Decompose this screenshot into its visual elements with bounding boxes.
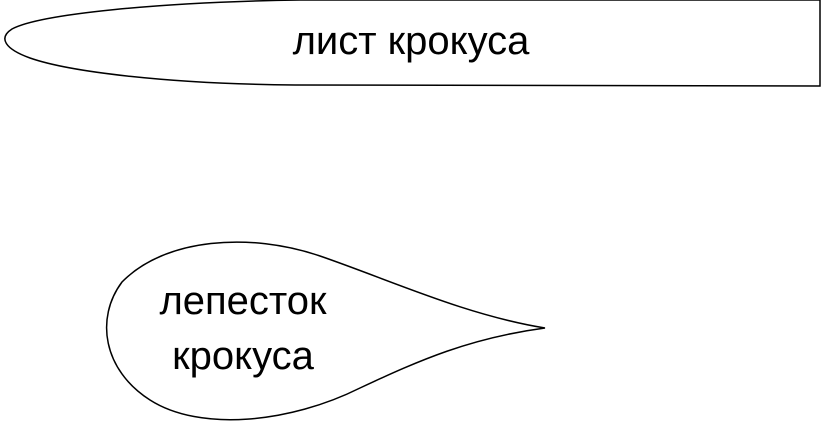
crocus-petal-template: лепесток крокуса — [105, 241, 546, 421]
leaf-label: лист крокуса — [293, 19, 531, 63]
petal-label-line1: лепесток — [159, 279, 327, 323]
crocus-leaf-template: лист крокуса — [4, 0, 821, 87]
petal-outline — [105, 241, 546, 421]
petal-label-line2: крокуса — [172, 334, 314, 378]
leaf-outline — [4, 0, 821, 87]
